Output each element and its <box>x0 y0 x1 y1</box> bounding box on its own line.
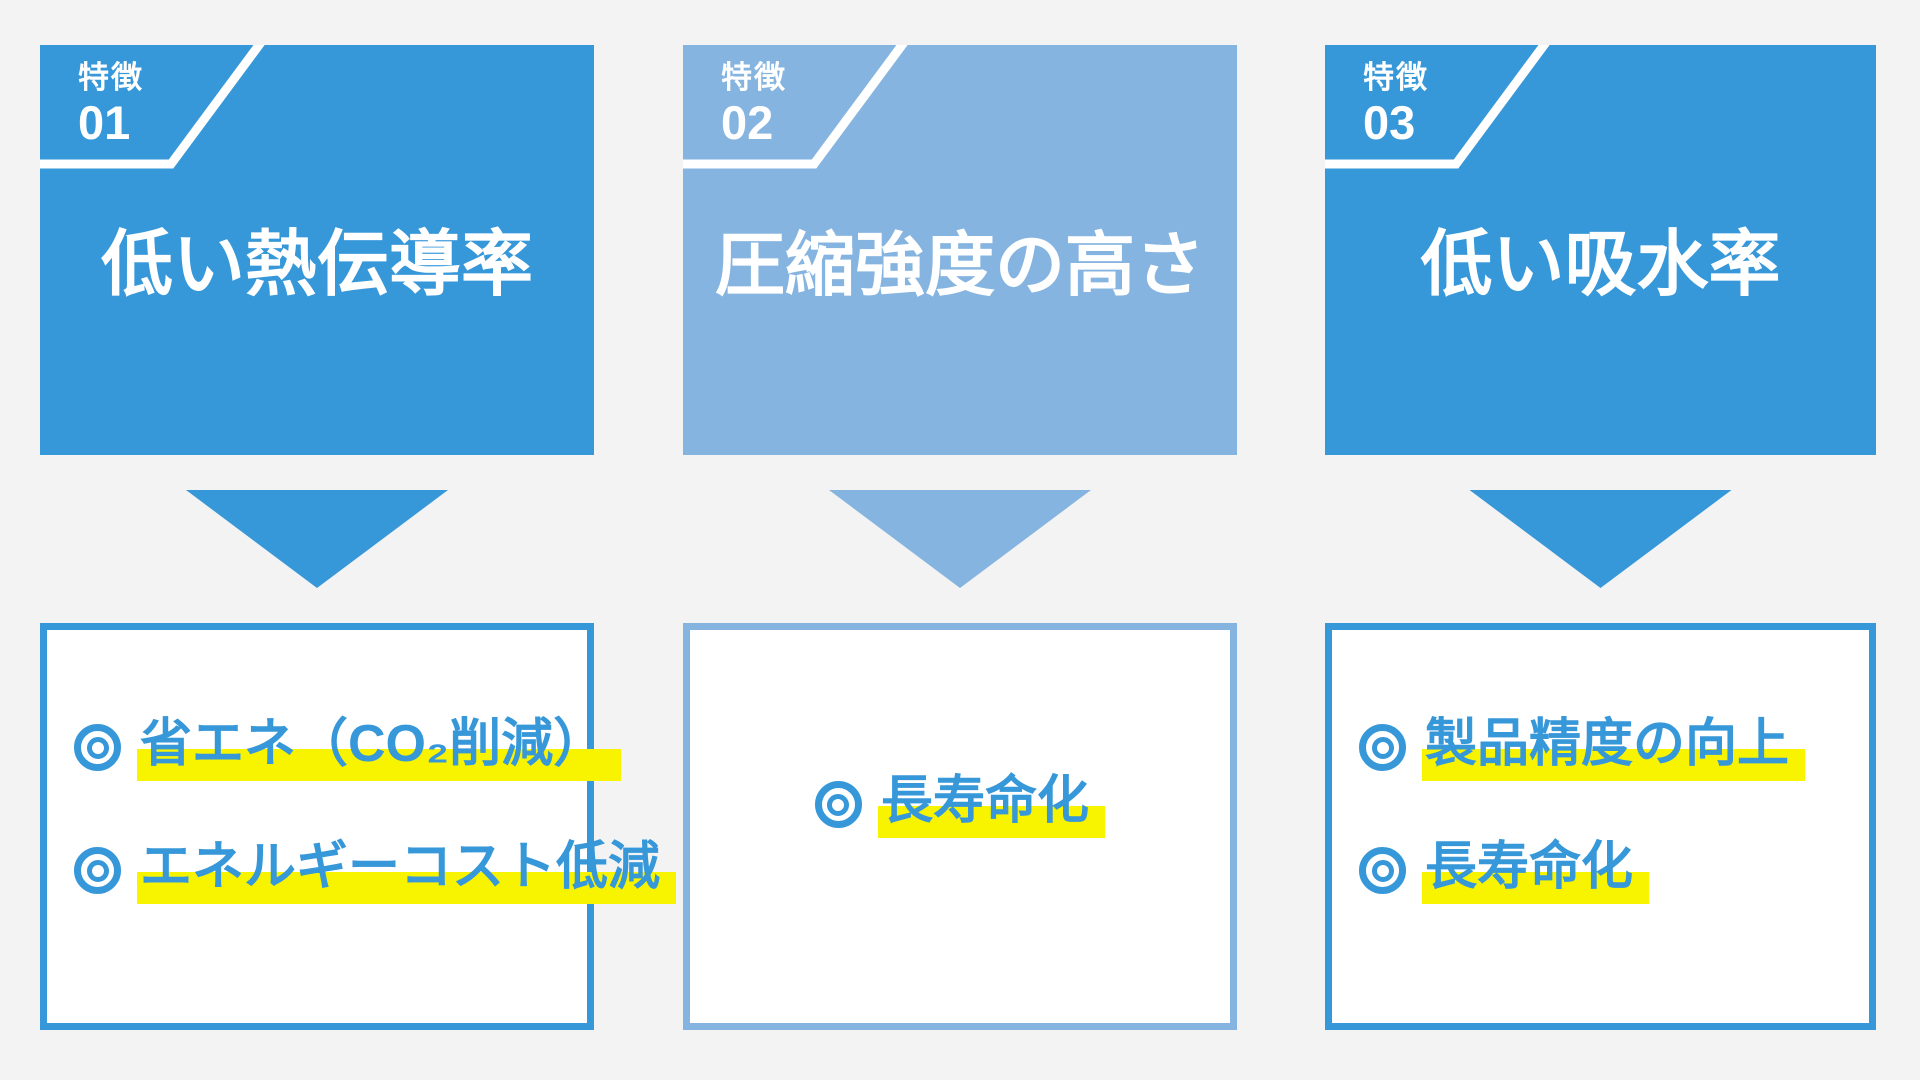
feature-column-2: 特徴 02 圧縮強度の高さ 長寿命化 <box>683 0 1237 1080</box>
feature-badge-number: 01 <box>78 96 131 149</box>
double-circle-inner <box>86 859 109 882</box>
double-circle-inner <box>86 736 109 759</box>
double-circle-icon <box>814 781 862 828</box>
double-circle-inner <box>1371 859 1394 882</box>
benefit-label: エネルギーコスト低減 <box>137 837 677 904</box>
corner-slash-icon <box>683 45 908 169</box>
double-circle-icon <box>1359 724 1406 771</box>
feature-badge: 特徴 01 <box>78 59 144 149</box>
feature-header-2: 特徴 02 圧縮強度の高さ <box>683 45 1237 455</box>
double-circle-inner <box>1371 736 1394 759</box>
corner-slash-icon <box>1325 45 1550 169</box>
feature-badge-number: 02 <box>721 96 774 149</box>
benefit-box-2: 長寿命化 <box>683 623 1237 1030</box>
corner-slash-icon <box>40 45 265 169</box>
benefit-item: 製品精度の向上 <box>1359 714 1859 781</box>
down-arrow-icon <box>1469 490 1732 588</box>
feature-title: 圧縮強度の高さ <box>715 226 1205 304</box>
feature-header-3: 特徴 03 低い吸水率 <box>1325 45 1876 455</box>
benefit-item: 省エネ（CO₂削減） <box>74 714 622 781</box>
benefit-label: 製品精度の向上 <box>1422 714 1806 781</box>
benefit-label: 長寿命化 <box>1422 837 1650 904</box>
benefit-item: 長寿命化 <box>814 771 1105 838</box>
feature-badge-label: 特徴 <box>721 60 787 95</box>
benefit-box-3: 製品精度の向上 長寿命化 <box>1325 623 1876 1030</box>
feature-badge-label: 特徴 <box>1363 60 1429 95</box>
benefit-item: 長寿命化 <box>1359 837 1859 904</box>
double-circle-icon <box>74 847 121 894</box>
double-circle-icon <box>74 724 121 771</box>
feature-title: 低い吸水率 <box>1420 225 1781 305</box>
benefit-label: 長寿命化 <box>877 771 1105 838</box>
down-arrow-icon <box>186 490 448 588</box>
feature-badge: 特徴 02 <box>721 59 787 149</box>
feature-title: 低い熱伝導率 <box>100 225 533 305</box>
benefit-box-1: 省エネ（CO₂削減） エネルギーコスト低減 <box>40 623 677 1030</box>
down-arrow-icon <box>829 490 1091 588</box>
double-circle-icon <box>1359 847 1406 894</box>
benefit-label: 省エネ（CO₂削減） <box>137 714 622 781</box>
double-circle-inner <box>827 793 850 816</box>
benefit-item: エネルギーコスト低減 <box>74 837 677 904</box>
feature-header-1: 特徴 01 低い熱伝導率 <box>40 45 594 455</box>
feature-badge-label: 特徴 <box>78 60 144 95</box>
feature-column-3: 特徴 03 低い吸水率 製品精度の向上 長寿命化 <box>1325 0 1876 1080</box>
feature-badge-number: 03 <box>1363 96 1416 149</box>
feature-column-1: 特徴 01 低い熱伝導率 省エネ（CO₂削減） エネルギーコスト低減 <box>40 0 677 1080</box>
feature-badge: 特徴 03 <box>1363 59 1429 149</box>
